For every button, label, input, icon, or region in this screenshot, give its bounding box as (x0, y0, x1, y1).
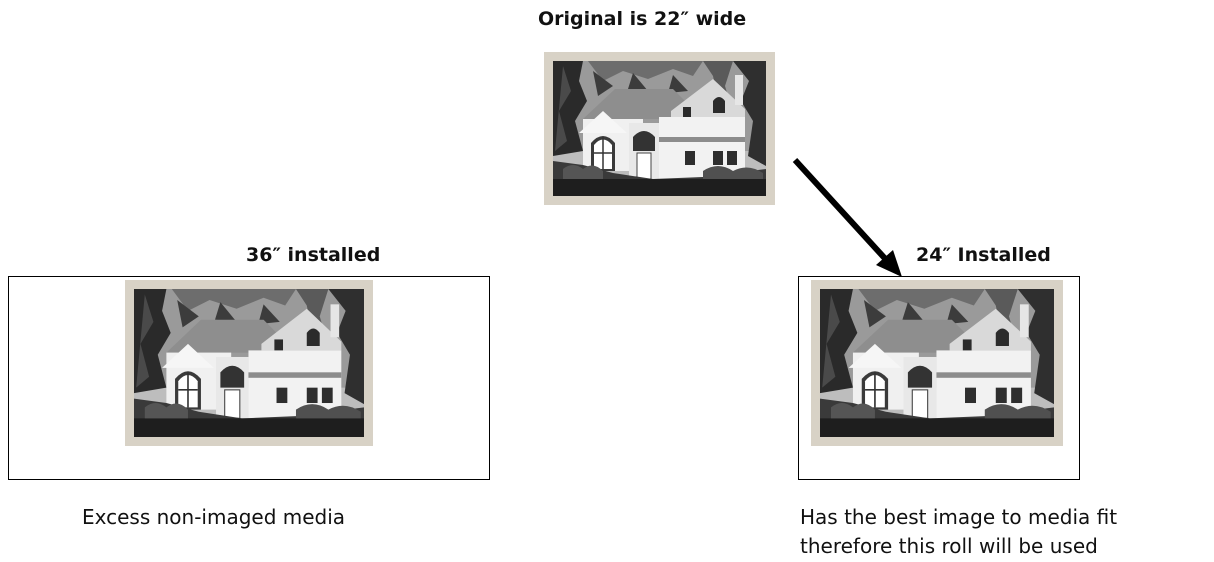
house-photo-icon (820, 289, 1054, 437)
house-photo-icon (134, 289, 364, 437)
right-caption: Has the best image to media fit therefor… (800, 503, 1117, 561)
left-caption-line: Excess non-imaged media (82, 505, 346, 529)
left-media-box (8, 276, 490, 480)
original-title: Original is 22″ wide (538, 8, 747, 30)
right-caption-line-1: Has the best image to media fit (800, 505, 1118, 529)
left-photo (125, 280, 373, 446)
right-photo (811, 280, 1063, 446)
right-caption-line-2: therefore this roll will be used (800, 534, 1098, 558)
left-title: 36″ installed (246, 244, 381, 266)
right-media-box (798, 276, 1080, 480)
original-photo (544, 52, 775, 205)
right-title: 24″ Installed (916, 244, 1051, 266)
left-caption: Excess non-imaged media (82, 503, 345, 532)
